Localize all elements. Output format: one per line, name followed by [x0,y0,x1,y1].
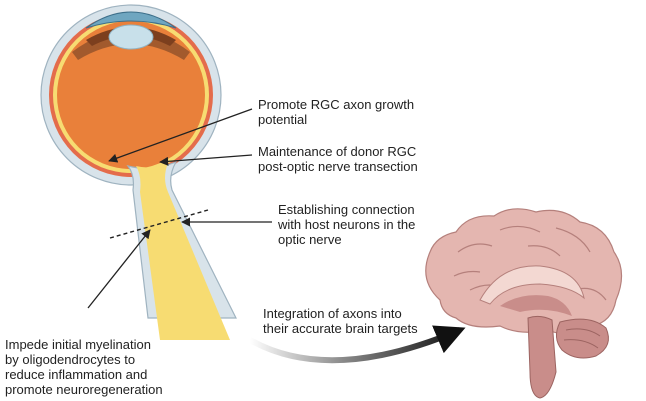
arrow-growth [108,108,253,163]
label-myelination-line-2: by oligodendrocytes to [5,352,136,367]
label-connection-line-2: with host neurons in the [278,217,416,232]
lens [108,24,154,50]
annotation-arrows [87,108,466,364]
eye-illustration [40,4,222,186]
label-myelination-line-4: promote neuroregeneration [5,382,163,397]
transection-line [109,209,209,239]
label-maintenance: Maintenance of donor RGC post-optic nerv… [258,144,418,174]
label-maintenance-line-1: Maintenance of donor RGC [258,144,417,159]
arrow-myelination [87,229,151,309]
label-integration-line-1: Integration of axons into [263,306,402,321]
cerebellum [556,318,609,359]
optic-nerve [109,160,237,340]
corpus-callosum [479,265,585,305]
arrow-maintenance [159,154,253,166]
arrow-integration [248,325,466,364]
label-integration: Integration of axons into their accurate… [263,306,418,336]
label-growth: Promote RGC axon growth potential [258,97,414,127]
label-myelination-line-3: reduce inflammation and [5,367,148,382]
label-growth-line-2: potential [258,112,308,127]
label-integration-line-2: their accurate brain targets [263,321,418,336]
cornea [85,11,177,29]
vitreous-body [57,21,205,169]
label-maintenance-line-2: post-optic nerve transection [258,159,418,174]
brain-illustration [425,208,623,399]
label-connection: Establishing connection with host neuron… [278,202,415,247]
brainstem [527,315,557,399]
label-connection-line-3: optic nerve [278,232,342,247]
label-myelination: Impede initial myelination by oligodendr… [5,337,163,397]
label-myelination-line-1: Impede initial myelination [5,337,151,352]
label-connection-line-1: Establishing connection [278,202,415,217]
label-growth-line-1: Promote RGC axon growth [258,97,415,112]
iris [86,27,176,46]
